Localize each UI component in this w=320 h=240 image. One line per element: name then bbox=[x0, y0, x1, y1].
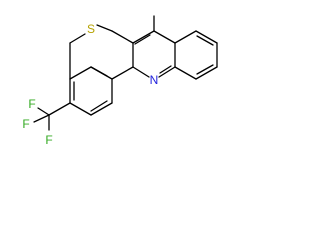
bond bbox=[174, 66, 197, 80]
bond bbox=[90, 102, 113, 116]
bond bbox=[158, 66, 176, 78]
fluorine-atom-label: F bbox=[45, 133, 52, 147]
bond bbox=[195, 30, 218, 44]
bond-lines bbox=[33, 15, 218, 131]
bond bbox=[69, 33, 86, 44]
bond-cf3 bbox=[33, 114, 50, 123]
bond bbox=[132, 30, 155, 44]
molecule-structure: S N F F F bbox=[22, 15, 218, 147]
bond bbox=[90, 100, 108, 112]
bond bbox=[174, 30, 197, 44]
bond bbox=[134, 34, 151, 45]
bond bbox=[196, 35, 214, 46]
bond bbox=[196, 64, 214, 75]
fluorine-atom-label: F bbox=[22, 117, 29, 131]
bond bbox=[159, 65, 172, 74]
bond bbox=[111, 66, 134, 80]
bond-cf3 bbox=[48, 102, 71, 116]
bond bbox=[69, 66, 92, 80]
atom-labels: S N F F F bbox=[22, 22, 158, 147]
bond bbox=[153, 30, 176, 44]
bond-cf3 bbox=[37, 107, 50, 116]
bond bbox=[132, 66, 150, 78]
sulfur-atom-label: S bbox=[87, 22, 95, 36]
nitrogen-atom-label: N bbox=[150, 73, 159, 87]
bond bbox=[69, 102, 92, 116]
bond bbox=[90, 66, 108, 77]
fluorine-atom-label: F bbox=[28, 97, 35, 111]
bond bbox=[111, 30, 134, 44]
bond bbox=[96, 24, 113, 32]
bond bbox=[195, 66, 218, 80]
